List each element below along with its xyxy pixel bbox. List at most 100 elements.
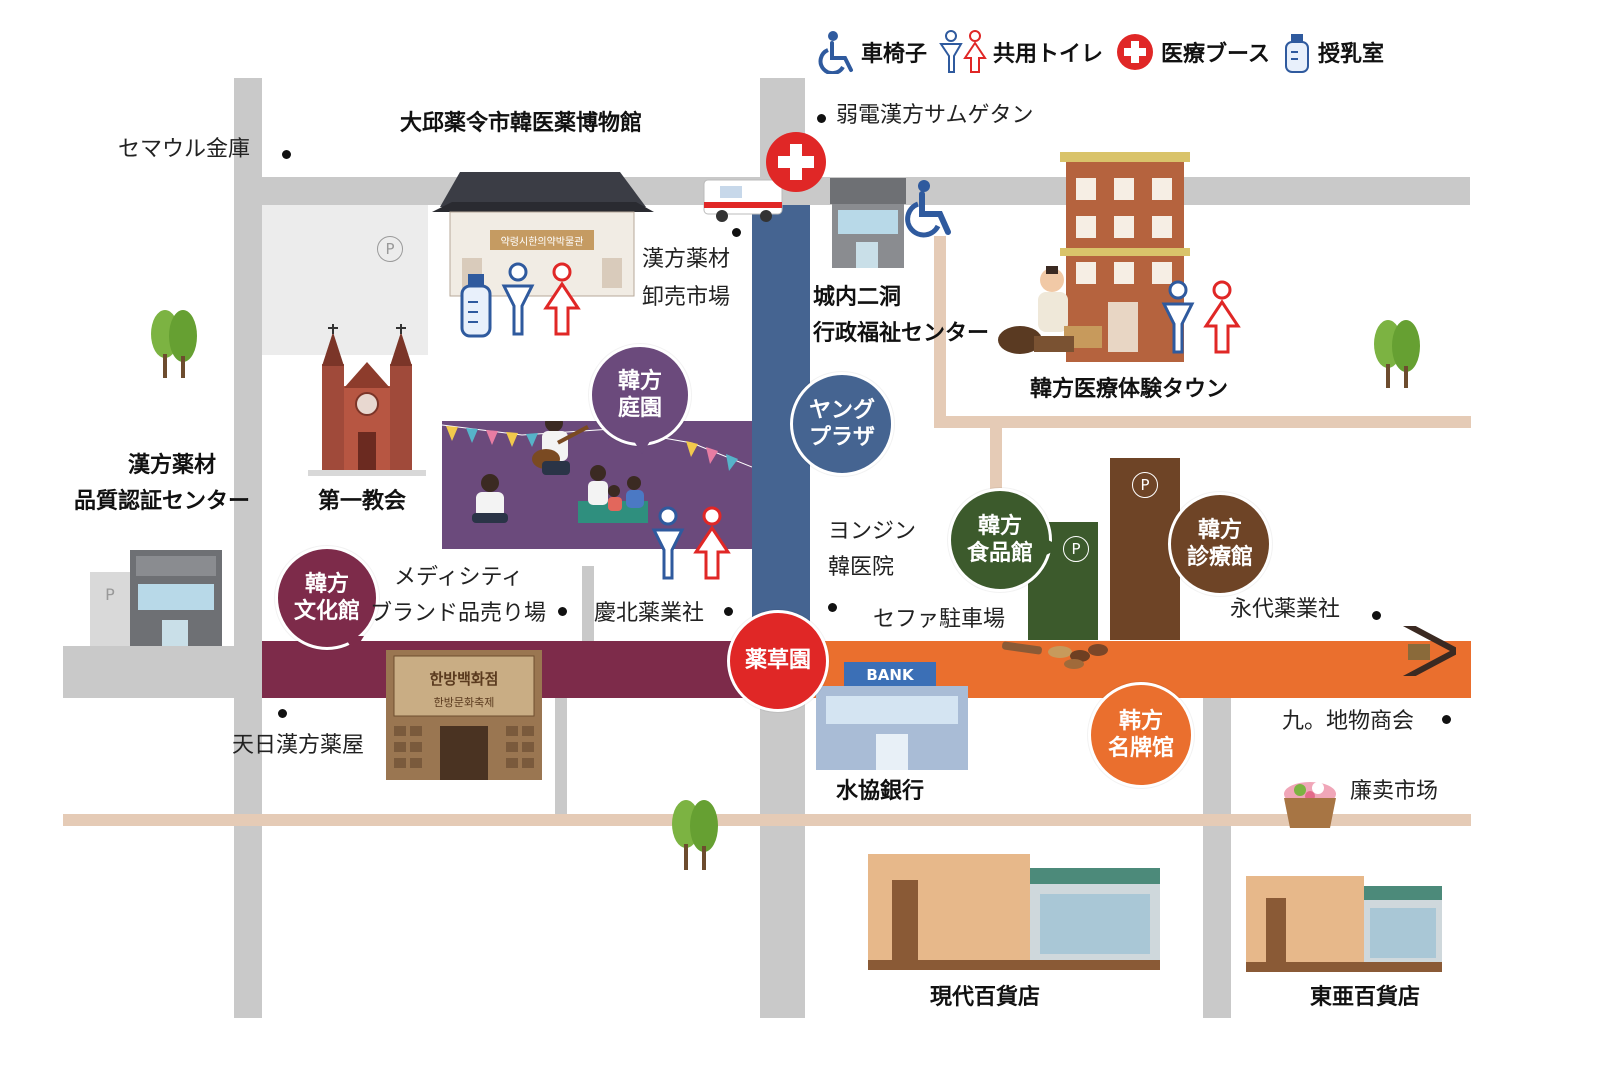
cheonil-dot [278, 709, 287, 718]
wheelchair-office-icon [905, 180, 951, 238]
road-west-vertical [234, 78, 262, 1018]
legend: 車椅子 共用トイレ 医療ブース 授乳室 [815, 30, 1396, 74]
toilet-museum-icon [501, 262, 581, 336]
yongdae-dot [1372, 611, 1381, 620]
young-plaza-bubble[interactable]: ヤングプラザ [790, 372, 894, 476]
toilet-experience-town-icon [1161, 280, 1241, 354]
experience-town-building-icon [1060, 152, 1190, 362]
suhyup-label: 水協銀行 [836, 779, 925, 804]
samgyetang-label: 弱電漢方サムゲタン [836, 103, 1034, 128]
herbalist-figure-icon [998, 266, 1102, 354]
food-hall-bubble-tail [1044, 538, 1062, 556]
wholesale-label-line1: 漢方薬材 [642, 247, 731, 272]
museum-building-icon: 약령시한의약박물관 [432, 172, 654, 297]
quality-center-parking-icon: P [105, 585, 115, 604]
culture-bubble[interactable]: 韓方文化館 [275, 546, 379, 650]
brand-hall-bubble[interactable]: 韩方名牌馆 [1088, 682, 1194, 788]
legend-nursing-label: 授乳室 [1317, 42, 1384, 67]
office-label-line1: 城内二洞 [813, 285, 902, 310]
donga-label: 東亜百貨店 [1310, 985, 1421, 1010]
food-hall-parking-icon: P [1063, 536, 1089, 562]
gyeongbuk-label: 慶北薬業社 [594, 601, 705, 626]
food-hall-bubble-line2: 食品館 [966, 541, 1033, 566]
garden-bubble[interactable]: 韓方庭園 [589, 344, 691, 446]
gu-mulsang-dot [1442, 715, 1451, 724]
brand-hall-bubble-tail [1158, 666, 1178, 684]
office-building-icon [830, 178, 906, 268]
festival-sign-bottom: 한방문화축제 [434, 696, 495, 709]
rice-cake-icon [1284, 782, 1336, 828]
brand-hall-bubble-line1: 韩方 [1118, 708, 1163, 734]
museum-label: 大邱薬令市韓医薬博物館 [400, 111, 643, 136]
garden-bubble-line1: 韓方 [617, 368, 662, 394]
medicity-label-line2: ブランド品売り場 [370, 601, 547, 626]
food-hall-bubble-line1: 韓方 [977, 513, 1022, 539]
yongjin-dot [828, 603, 837, 612]
yongjin-label-line1: ヨンジン [828, 519, 917, 544]
experience-town-label: 韓方医療体験タウン [1030, 377, 1229, 402]
baby-bottle-icon [1284, 34, 1309, 73]
road-west-horizontal [63, 646, 263, 698]
yongjin-label-line2: 韓医院 [828, 555, 895, 580]
tree-south-icon [672, 800, 718, 870]
samgyetang-dot [817, 114, 826, 123]
culture-bubble-line2: 文化館 [293, 599, 360, 624]
garden-bubble-line2: 庭園 [617, 396, 662, 421]
culture-bubble-tail [344, 636, 364, 652]
nursing-room-museum-icon [460, 274, 492, 338]
road-lane-mid [582, 566, 594, 646]
lot-parking-icon: P [377, 236, 403, 262]
gu-mulsang-label: 九。地物商会 [1282, 709, 1415, 734]
festival-gate-icon: 한방백화점 한방문화축제 [386, 650, 542, 780]
tree-west-icon [151, 310, 197, 378]
garden-bubble-tail [632, 438, 652, 454]
ambulance-icon [703, 179, 783, 222]
quality-center-label-line1: 漢方薬材 [127, 453, 216, 478]
festival-sign-top: 한방백화점 [429, 670, 498, 688]
rice-cake-label: 廉卖市场 [1350, 779, 1439, 804]
clinic-parking-icon: P [1132, 472, 1158, 498]
young-plaza-bubble-line1: ヤング [808, 397, 875, 423]
hyundai-store-icon [868, 854, 1160, 970]
gyeongbuk-dot [724, 607, 733, 616]
clinic-bubble[interactable]: 韓方診療館 [1168, 492, 1272, 596]
legend-wheelchair: 車椅子 [815, 30, 927, 74]
clinic-bubble-line1: 韓方 [1197, 517, 1242, 543]
sefa-label: セファ駐車場 [873, 607, 1006, 632]
herb-garden-bubble[interactable]: 薬草園 [727, 610, 829, 712]
donga-store-icon [1246, 876, 1442, 972]
herbs-icon [1002, 641, 1108, 669]
bank-building-icon: BANK [816, 662, 968, 770]
road-east-vertical [1203, 698, 1231, 1018]
road-beige-south [63, 814, 1471, 826]
wheelchair-icon [818, 31, 853, 74]
medical-booth-icon [766, 132, 826, 192]
clinic-bubble-line2: 診療館 [1186, 545, 1253, 570]
bank-sign: BANK [866, 666, 915, 684]
legend-medical-label: 医療ブース [1161, 42, 1270, 67]
legend-toilet: 共用トイレ [939, 30, 1103, 74]
legend-nursing: 授乳室 [1282, 30, 1384, 74]
quality-center-building-icon: P [90, 550, 222, 646]
medicity-label-line1: メディシティ [394, 565, 524, 590]
museum-sign-text: 약령시한의약박물관 [501, 236, 584, 248]
wholesale-dot [732, 228, 741, 237]
legend-toilet-label: 共用トイレ [993, 42, 1104, 67]
food-hall-bubble[interactable]: 韓方食品館 [948, 488, 1052, 592]
legend-wheelchair-label: 車椅子 [861, 42, 928, 67]
young-plaza-bubble-line2: プラザ [808, 425, 875, 450]
hyundai-label: 現代百貨店 [930, 985, 1041, 1010]
culture-bubble-line1: 韓方 [304, 571, 349, 597]
semaul-dot [282, 150, 291, 159]
garden-block [442, 421, 752, 549]
herb-cutter-icon [1395, 626, 1456, 676]
clinic-bubble-tail [1150, 532, 1168, 550]
toilet-icon [939, 30, 987, 73]
herb-garden-bubble-text: 薬草園 [744, 648, 811, 674]
brand-hall-bubble-line2: 名牌馆 [1107, 736, 1174, 761]
road-beige-east-v1 [934, 236, 946, 428]
quality-center-label-line2: 品質認証センター [74, 489, 251, 514]
medical-cross-icon [1117, 34, 1154, 70]
toilet-garden-icon [651, 506, 731, 580]
